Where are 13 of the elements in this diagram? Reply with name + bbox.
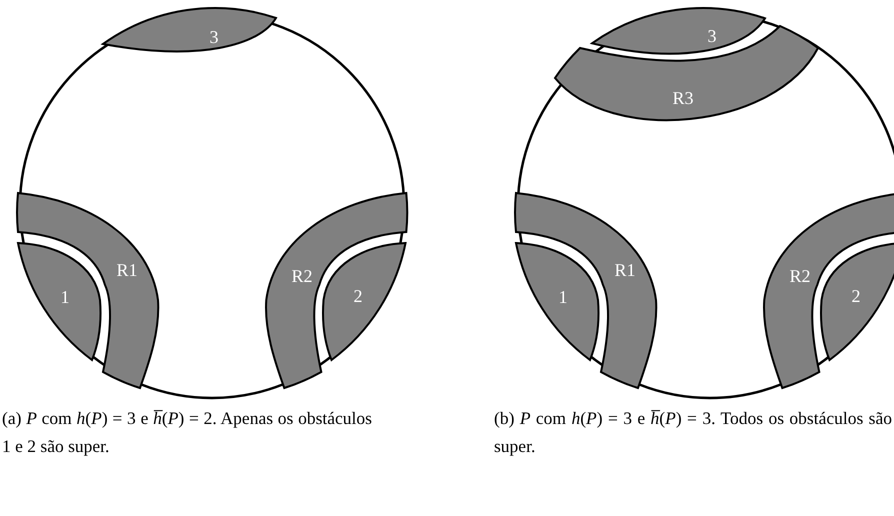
region-label: 3 — [708, 26, 716, 45]
region-label: R1 — [116, 261, 138, 279]
region-label: R2 — [291, 267, 312, 285]
figure-caption: (a) P com h(P) = 3 e h̅(P) = 2. Apenas os obstáculos 1 e 2 são super. — [2, 407, 372, 458]
region-label: R1 — [614, 261, 636, 279]
region-label: R3 — [672, 89, 694, 107]
region-label: 1 — [60, 288, 70, 306]
region-label: 3 — [210, 28, 218, 46]
region-label: 2 — [851, 287, 860, 305]
region-label: 1 — [558, 288, 568, 306]
region-label: 2 — [353, 287, 362, 305]
region-label: R2 — [789, 267, 810, 285]
figure-caption: (b) P com h(P) = 3 e h̅(P) = 3. Todos os obstáculos são super. — [494, 407, 892, 458]
